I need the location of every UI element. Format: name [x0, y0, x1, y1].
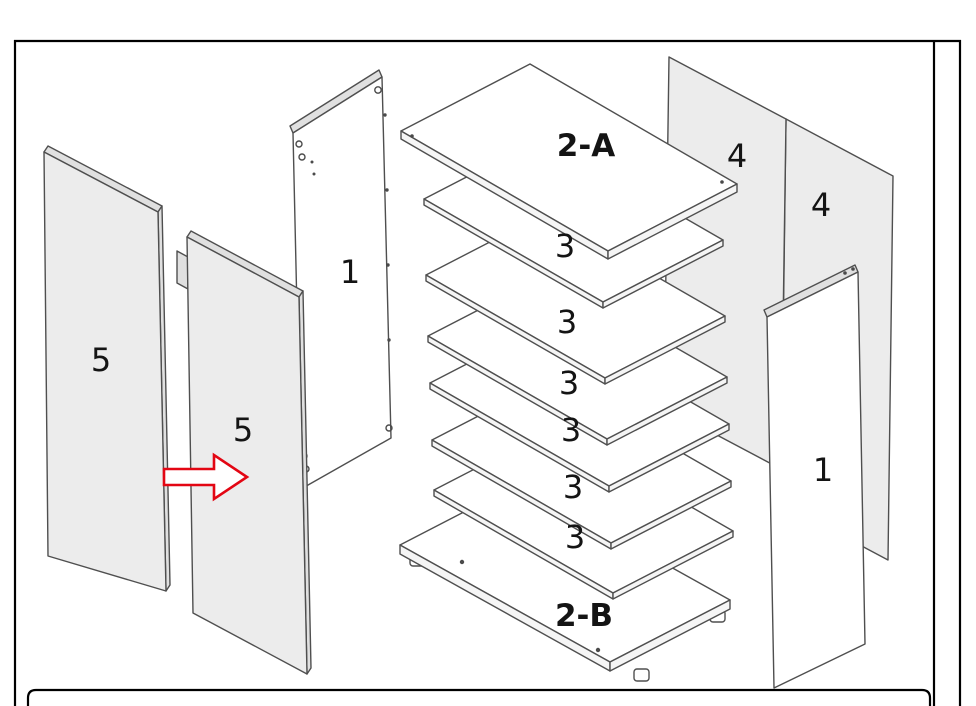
base-panel-2b [399, 482, 731, 682]
screw-hole-ring [374, 86, 382, 94]
dowel-hole-dot [387, 338, 391, 342]
direction-arrow-icon [162, 452, 250, 502]
page-frame [13, 39, 962, 706]
side-panel-1-right [763, 264, 866, 689]
panel-front-right-edge [609, 599, 731, 672]
label-shelf-3-5: 3 [563, 468, 583, 506]
dowel-hole-dot [385, 188, 389, 192]
label-panel4-front: 4 [727, 137, 747, 175]
shelf-front-right-edge [608, 423, 730, 493]
dowel-hole-dot [843, 271, 847, 275]
label-panel4-rear: 4 [811, 186, 831, 224]
shelf-front-right-edge [612, 530, 734, 600]
screw-hole-ring [385, 424, 393, 432]
label-shelf-3-6: 3 [565, 518, 585, 556]
panel-front-right-edge [607, 183, 738, 260]
dowel-hole-dot [720, 180, 724, 184]
label-shelf-3-3: 3 [559, 364, 579, 402]
shelf-front-right-edge [606, 376, 728, 446]
screw-hole-ring [298, 153, 306, 161]
dowel-hole-dot [312, 172, 316, 176]
hinge-tab [176, 250, 189, 290]
shelf-front-right-edge [604, 315, 726, 385]
dowel-hole-dot [386, 263, 390, 267]
label-shelf-3-4: 3 [561, 411, 581, 449]
dowel-hole-dot [410, 134, 414, 138]
shelf-front-right-edge [602, 239, 724, 309]
dowel-hole-dot [310, 160, 314, 164]
label-panel1-right: 1 [813, 451, 833, 489]
shelf-3-2 [425, 212, 726, 385]
label-panel2b: 2-B [555, 598, 613, 634]
side-panel-1-left [289, 69, 393, 490]
foot [633, 668, 650, 682]
top-panel-2a [400, 63, 738, 260]
dowel-hole-dot [383, 113, 387, 117]
door-panel-5-outer [43, 145, 171, 592]
screw-dot [459, 559, 465, 565]
label-panel1-left: 1 [340, 253, 360, 291]
panel-face [43, 151, 167, 592]
bottom-text-box [26, 688, 932, 706]
screw-hole-ring [295, 140, 303, 148]
dowel-hole-dot [851, 267, 855, 271]
screw-dot [595, 647, 601, 653]
part-labels: 5 5 1 2-A 3 3 3 3 3 3 2-B 4 4 1 [91, 128, 833, 634]
label-shelf-3-2: 3 [557, 303, 577, 341]
label-shelf-3-1: 3 [555, 227, 575, 265]
label-panel2a: 2-A [557, 128, 615, 164]
panel-face [186, 236, 308, 675]
label-panel5-outer: 5 [91, 341, 111, 379]
shelf-front-right-edge [610, 480, 732, 550]
label-panel5-inner: 5 [233, 411, 253, 449]
door-panel-5-inner [176, 230, 312, 675]
panel-face [766, 271, 866, 689]
